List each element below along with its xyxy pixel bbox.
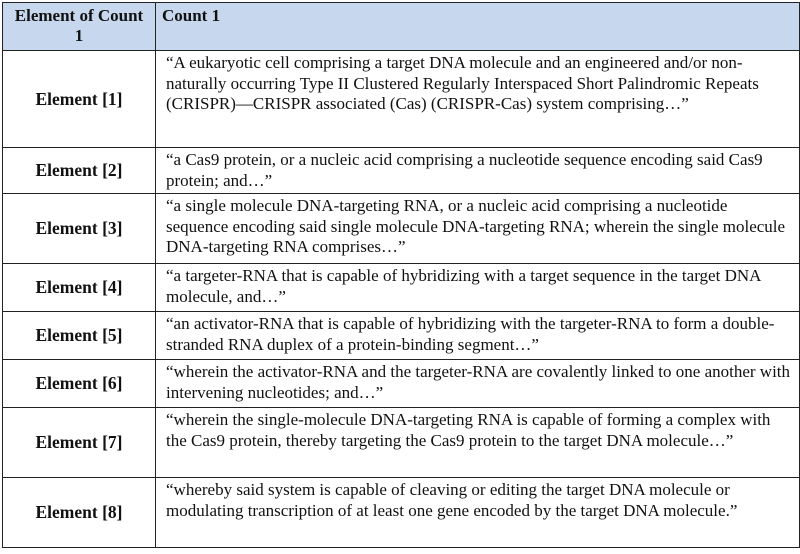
table-row: Element [7] “wherein the single-molecule… [2,407,800,478]
header-row: Element of Count 1 Count 1 [2,2,800,51]
row-label: Element [5] [2,311,156,360]
row-text: “wherein the activator-RNA and the targe… [155,359,800,408]
row-text: “a targeter-RNA that is capable of hybri… [155,263,800,312]
row-label: Element [2] [2,147,156,194]
row-text: “a single molecule DNA-targeting RNA, or… [155,193,800,264]
row-label: Element [6] [2,359,156,408]
row-label: Element [3] [2,193,156,264]
table-row: Element [2] “a Cas9 protein, or a nuclei… [2,147,800,194]
column-header-count: Count 1 [155,2,800,51]
row-label: Element [8] [2,477,156,548]
row-text: “A eukaryotic cell comprising a target D… [155,50,800,148]
row-text: “a Cas9 protein, or a nucleic acid compr… [155,147,800,194]
row-text: “an activator-RNA that is capable of hyb… [155,311,800,360]
table-row: Element [6] “wherein the activator-RNA a… [2,359,800,408]
row-label: Element [7] [2,407,156,478]
row-text: “wherein the single-molecule DNA-targeti… [155,407,800,478]
table-row: Element [5] “an activator-RNA that is ca… [2,311,800,360]
table-row: Element [1] “A eukaryotic cell comprisin… [2,50,800,148]
column-header-element: Element of Count 1 [2,2,156,51]
row-text: “whereby said system is capable of cleav… [155,477,800,548]
table-row: Element [3] “a single molecule DNA-targe… [2,193,800,264]
row-label: Element [1] [2,50,156,148]
row-label: Element [4] [2,263,156,312]
table-row: Element [4] “a targeter-RNA that is capa… [2,263,800,312]
table-row: Element [8] “whereby said system is capa… [2,477,800,548]
